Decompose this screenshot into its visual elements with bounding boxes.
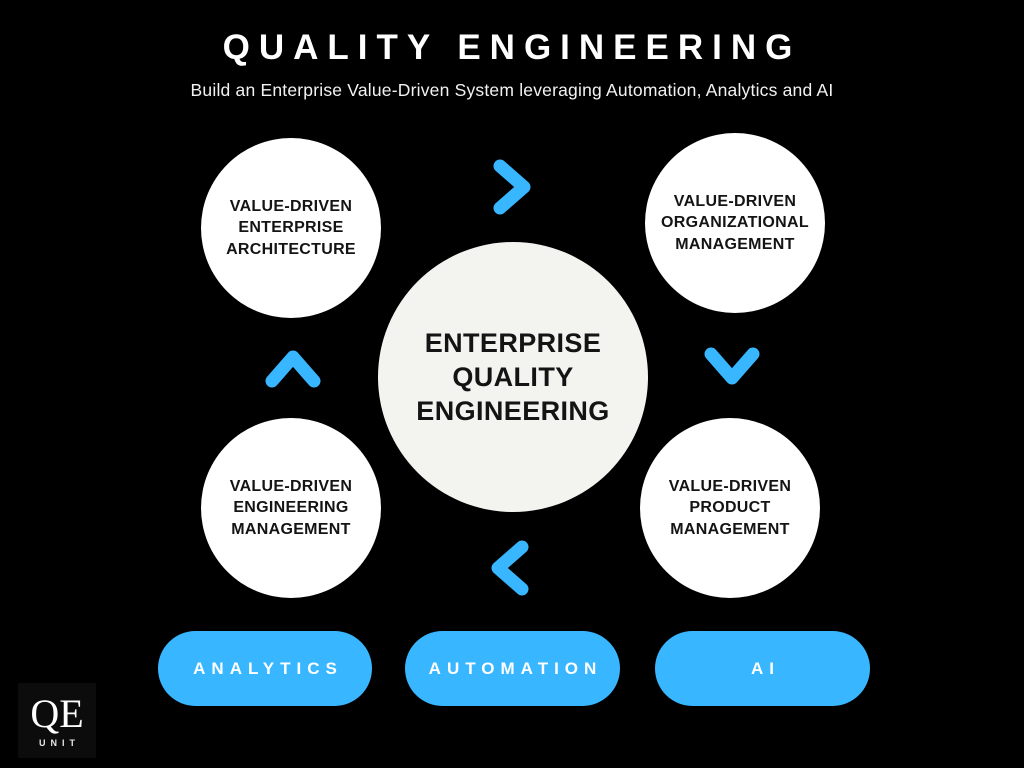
node-value-driven-enterprise-architecture: VALUE-DRIVEN ENTERPRISE ARCHITECTURE	[201, 138, 381, 318]
pill-label: AI	[751, 658, 780, 678]
node-label: VALUE-DRIVEN ORGANIZATIONAL MANAGEMENT	[661, 193, 809, 253]
center-node-label: ENTERPRISE QUALITY ENGINEERING	[416, 327, 610, 426]
chevron-down-icon	[704, 347, 760, 385]
node-label: VALUE-DRIVEN ENTERPRISE ARCHITECTURE	[226, 198, 356, 258]
logo-initials: QE	[30, 690, 84, 736]
page-title: QUALITY ENGINEERING	[222, 28, 802, 67]
pill-label: AUTOMATION	[428, 658, 603, 678]
node-value-driven-engineering-management: VALUE-DRIVEN ENGINEERING MANAGEMENT	[201, 418, 381, 598]
chevron-left-icon	[491, 540, 529, 596]
pill-analytics: ANALYTICS	[158, 631, 372, 706]
logo-unit-label: UNIT	[39, 737, 80, 748]
page-subtitle: Build an Enterprise Value-Driven System …	[190, 80, 834, 100]
pill-label: ANALYTICS	[193, 658, 343, 678]
qe-unit-logo: QE UNIT	[18, 683, 96, 758]
node-enterprise-quality-engineering: ENTERPRISE QUALITY ENGINEERING	[378, 242, 648, 512]
pill-ai: AI	[655, 631, 870, 706]
pill-automation: AUTOMATION	[405, 631, 620, 706]
node-label: VALUE-DRIVEN ENGINEERING MANAGEMENT	[229, 478, 353, 538]
chevron-up-icon	[265, 350, 321, 388]
node-value-driven-organizational-management: VALUE-DRIVEN ORGANIZATIONAL MANAGEMENT	[645, 133, 825, 313]
node-value-driven-product-management: VALUE-DRIVEN PRODUCT MANAGEMENT	[640, 418, 820, 598]
node-label: VALUE-DRIVEN PRODUCT MANAGEMENT	[668, 478, 792, 538]
chevron-right-icon	[493, 159, 531, 215]
